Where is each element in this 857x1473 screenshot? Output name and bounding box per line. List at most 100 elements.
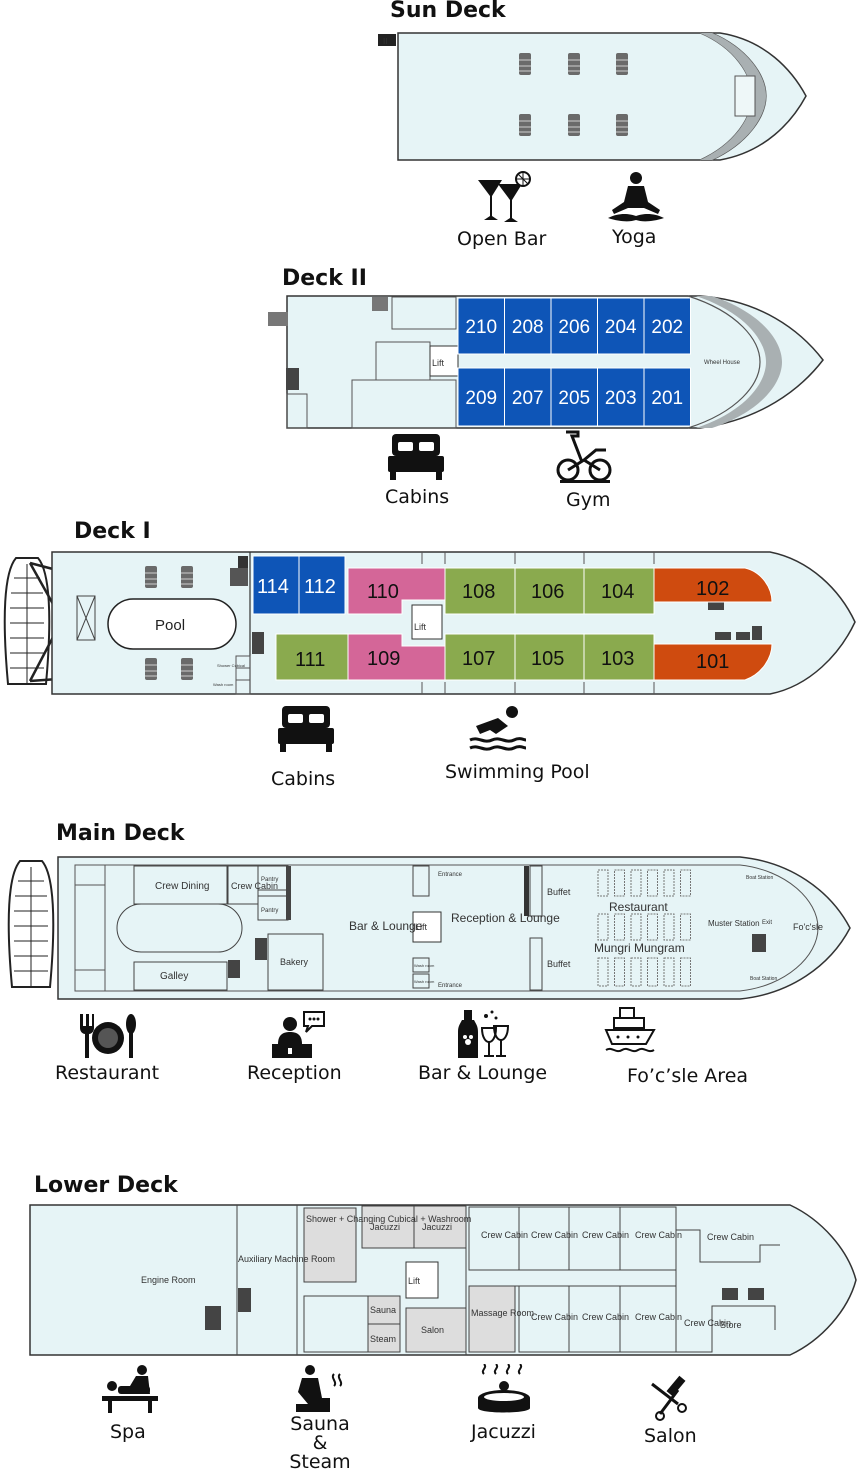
deck-1-title: Deck I <box>74 519 151 544</box>
store-label: Store <box>720 1320 742 1330</box>
cabin-106: 106 <box>531 581 564 603</box>
cabin-108: 108 <box>462 581 495 603</box>
restaurant-table <box>663 913 675 941</box>
cabin-110: 110 <box>367 581 399 603</box>
cabin-114: 114 <box>257 576 289 598</box>
cabin-111: 111 <box>295 649 325 671</box>
main-lift-label: Lift <box>415 922 428 932</box>
crew-cabin-label: Crew Cabin <box>531 1312 578 1322</box>
jacuzzi-icon <box>478 1364 530 1413</box>
reception-icon <box>272 1011 325 1058</box>
buffet-bottom-label: Buffet <box>547 959 571 969</box>
cabin-201: 201 <box>651 388 683 409</box>
main-deck-plan: Crew Dining Crew Cabin Pantry Pantry Gal… <box>7 856 851 1000</box>
pantry-bottom-label: Pantry <box>261 908 278 914</box>
yoga-icon <box>608 172 664 222</box>
restaurant-table <box>630 869 642 897</box>
restaurant-table <box>597 957 609 987</box>
restaurant-table <box>680 957 691 987</box>
sun-stair-label: II <box>383 37 387 46</box>
amenity-focsle-area: Fo’c’sle Area <box>627 1065 749 1087</box>
amenity-yoga: Yoga <box>612 226 657 248</box>
cabin-203: 203 <box>605 388 637 409</box>
swimmer-icon <box>469 706 527 751</box>
bed-icon <box>388 434 444 480</box>
restaurant-table <box>630 913 642 941</box>
deck-2-lift-label: Lift <box>432 358 445 368</box>
sun-deck-plan: II <box>378 32 807 161</box>
bar-lounge-label: Bar & Lounge <box>349 919 423 933</box>
deck-1-lifeboat <box>3 557 51 685</box>
svg-text:Shower Cubical: Shower Cubical <box>217 663 245 668</box>
amenity-restaurant: Restaurant <box>55 1062 160 1084</box>
massage-room-label: Massage Room <box>471 1308 534 1318</box>
restaurant-table <box>647 869 658 897</box>
wash-bottom-label: Wash room <box>414 979 435 984</box>
scissors-comb-icon <box>651 1375 687 1421</box>
crew-dining-label: Crew Dining <box>155 881 209 892</box>
cabin-box-201 <box>643 367 691 427</box>
cabin-box-210 <box>457 297 505 355</box>
cabin-box-202 <box>643 297 691 355</box>
crew-cabin-label: Crew Cabin <box>635 1230 682 1240</box>
cabin-103: 103 <box>601 648 634 670</box>
steam-label: Steam <box>370 1334 396 1344</box>
wine-icon <box>458 1010 510 1058</box>
galley-label: Galley <box>160 971 188 982</box>
amenity-cabins-deck-1: Cabins <box>271 768 336 790</box>
restaurant-table <box>614 957 625 987</box>
crew-cabin-label: Crew Cabin <box>707 1232 754 1242</box>
sauna-icon <box>296 1365 343 1412</box>
amenity-bar-lounge: Bar & Lounge <box>418 1062 548 1084</box>
amenity-cabins-deck-2: Cabins <box>385 486 450 508</box>
entrance-top-label: Entrance <box>438 872 463 878</box>
amenity-reception: Reception <box>247 1062 342 1084</box>
restaurant-table <box>597 869 609 897</box>
cabin-box-207 <box>504 367 552 427</box>
cabin-box-209 <box>457 367 505 427</box>
mungri-mungram-label: Mungri Mungram <box>594 941 685 955</box>
jacuzzi-2-label: Jacuzzi <box>422 1222 452 1232</box>
cabin-209: 209 <box>465 388 497 409</box>
cabin-206: 206 <box>558 317 590 338</box>
aux-machine-room-label: Auxiliary Machine Room <box>238 1254 335 1264</box>
bakery-label: Bakery <box>280 957 309 967</box>
cabin-109: 109 <box>367 648 400 670</box>
amenity-gym: Gym <box>566 489 611 511</box>
main-deck-lifeboat <box>7 860 55 988</box>
amenity-spa: Spa <box>110 1421 146 1443</box>
cabin-207: 207 <box>512 388 544 409</box>
lower-deck-title: Lower Deck <box>34 1173 178 1198</box>
svg-text:Wash room: Wash room <box>213 682 234 687</box>
restaurant-table <box>647 957 658 987</box>
cabin-208: 208 <box>512 317 544 338</box>
cabin-box-205 <box>550 367 598 427</box>
restaurant-table <box>597 913 609 941</box>
main-crew-cabin-label: Crew Cabin <box>231 881 278 891</box>
restaurant-table <box>680 869 691 897</box>
crew-cabin-label: Crew Cabin <box>635 1312 682 1322</box>
lower-lift-label: Lift <box>408 1276 421 1286</box>
lower-salon-label: Salon <box>421 1325 444 1335</box>
boat-station-bottom-label: Boat Station <box>750 976 777 982</box>
shower-changing-label: Shower + Changing Cubical + Washroom <box>306 1214 471 1224</box>
cabin-107: 107 <box>462 648 495 670</box>
pantry-top-label: Pantry <box>261 877 278 883</box>
crew-cabin-label: Crew Cabin <box>684 1318 731 1328</box>
dining-plate-icon <box>80 1014 136 1058</box>
restaurant-table <box>647 913 658 941</box>
sauna-label: Sauna <box>370 1305 396 1315</box>
amenity-open-bar: Open Bar <box>457 228 547 250</box>
cabin-202: 202 <box>651 317 683 338</box>
crew-cabin-label: Crew Cabin <box>582 1230 629 1240</box>
buffet-top-label: Buffet <box>547 887 571 897</box>
entrance-bottom-label: Entrance <box>438 983 463 989</box>
cabin-box-204 <box>597 297 645 355</box>
focsle-label: Fo'c'sle <box>793 922 823 932</box>
amenity-salon: Salon <box>644 1425 697 1447</box>
amenity-jacuzzi: Jacuzzi <box>471 1421 536 1443</box>
main-deck-title: Main Deck <box>56 821 185 846</box>
cabin-box-203 <box>597 367 645 427</box>
amenity-sauna-steam: Sauna & Steam <box>280 1415 360 1472</box>
